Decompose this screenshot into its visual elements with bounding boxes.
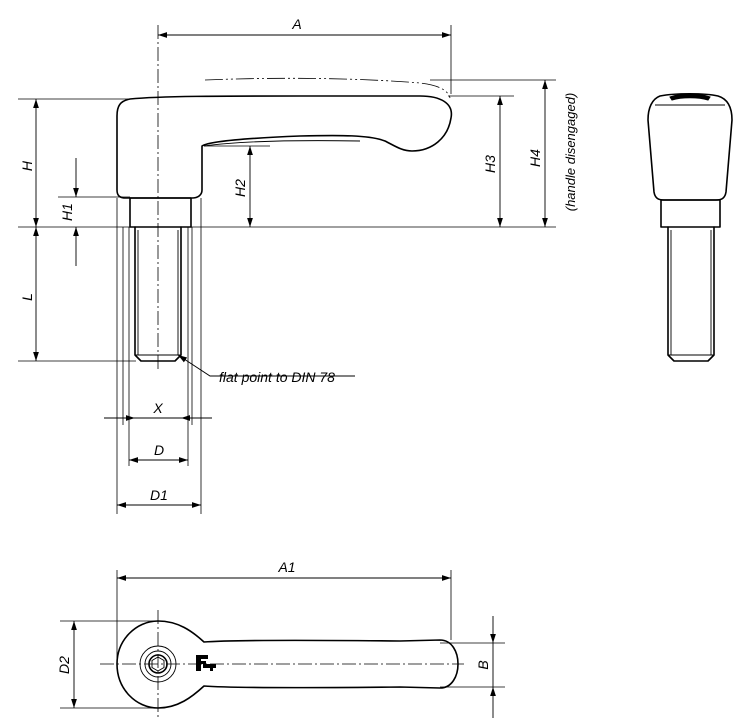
dim-A-label: A [291, 16, 301, 32]
dim-H-label: H [19, 160, 35, 171]
hub-hex-socket [151, 656, 165, 672]
hub-outer-circle [139, 645, 177, 683]
hub-collar [129, 197, 192, 228]
dim-D-label: D [154, 442, 164, 458]
end-view-collar [660, 199, 721, 228]
flat-point-leader [177, 354, 355, 377]
dim-X-label: X [152, 400, 163, 416]
dim-D1-label: D1 [150, 487, 168, 503]
hub-inner-circle [148, 654, 168, 674]
top-view-lever-outline [116, 620, 459, 709]
dim-L-label: L [19, 293, 35, 301]
flat-point-note: flat point to DIN 78 [219, 369, 335, 385]
side-view [116, 25, 453, 372]
top-view [100, 610, 464, 720]
brand-logo [196, 655, 216, 671]
handle-disengaged-note: (handle disengaged) [563, 93, 578, 212]
end-view-stud [667, 226, 715, 362]
end-view [647, 92, 733, 362]
lever-underside-line [203, 140, 361, 147]
dim-B-label: B [475, 660, 491, 669]
end-view-grip-outline [647, 92, 733, 201]
extension-lines [18, 25, 556, 514]
dim-H3-label: H3 [482, 155, 498, 173]
dim-H1-label: H1 [59, 203, 75, 221]
hub-thread-circle [144, 650, 172, 678]
end-view-cap [669, 93, 711, 101]
lever-body-outline [116, 95, 453, 199]
dim-A1-label: A1 [277, 559, 295, 575]
dim-D2-label: D2 [56, 656, 72, 674]
dim-H4-label: H4 [527, 149, 543, 167]
dim-H2-label: H2 [232, 179, 248, 197]
disengaged-handle-phantom [204, 77, 451, 99]
